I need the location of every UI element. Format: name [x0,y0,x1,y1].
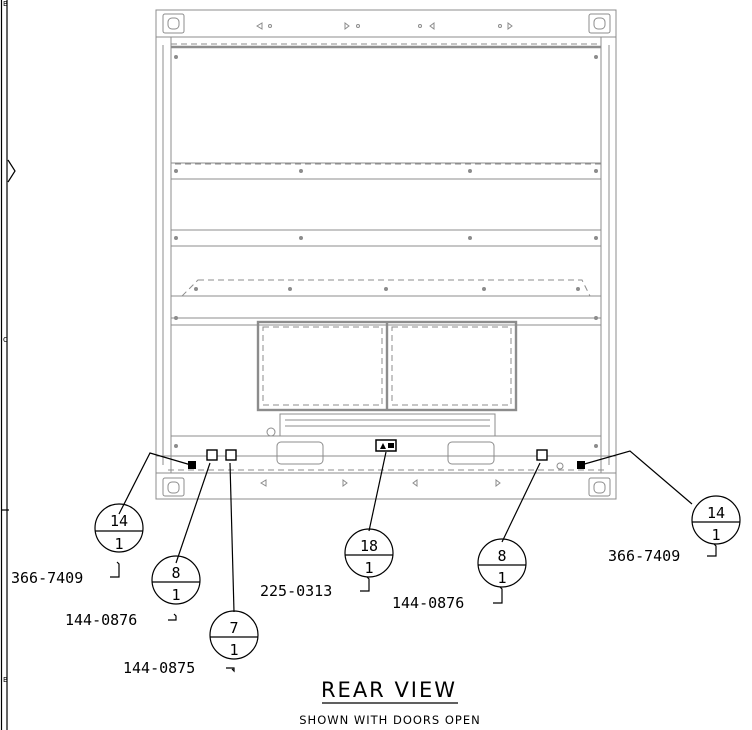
callout-item-number: 8 [171,564,180,582]
callout-quantity: 1 [364,559,373,577]
callout-quantity: 1 [114,535,123,553]
part-number-labels: 366-7409 144-0876 144-0875 225-0313 144-… [11,543,717,677]
callout-balloon: 8 1 [151,555,201,605]
part-number: 225-0313 [260,582,332,600]
part-number: 366-7409 [11,569,83,587]
container-outline [155,9,617,500]
callout-balloon: 14 1 [691,495,741,545]
callout-item-number: 7 [229,619,238,637]
part-number: 366-7409 [608,547,680,565]
callout-balloons: 14 1 8 1 7 1 18 1 8 1 [94,495,741,660]
callout-balloon: 7 1 [209,610,259,660]
callout-balloon: 8 1 [477,538,527,588]
part-number: 144-0876 [392,594,464,612]
view-title: REAR VIEW [321,678,457,702]
callout-balloon: 18 1 [344,528,394,578]
callout-item-number: 14 [707,504,725,522]
callout-item-number: 8 [497,547,506,565]
zone-letter-top: B [3,0,8,8]
callout-quantity: 1 [711,526,720,544]
callout-quantity: 1 [229,641,238,659]
callout-item-number: 14 [110,512,128,530]
callout-quantity: 1 [497,569,506,587]
callout-balloon: 14 1 [94,503,144,553]
leader-lines [118,450,693,613]
rivets [174,55,598,448]
zone-letter-bottom: B [3,676,8,684]
zone-letter-middle: C [3,336,8,344]
drawing-border [0,0,16,730]
callout-quantity: 1 [171,586,180,604]
decals [188,439,585,469]
callout-item-number: 18 [360,537,378,555]
part-number: 144-0876 [65,611,137,629]
view-subtitle: SHOWN WITH DOORS OPEN [299,713,480,727]
part-number: 144-0875 [123,659,195,677]
